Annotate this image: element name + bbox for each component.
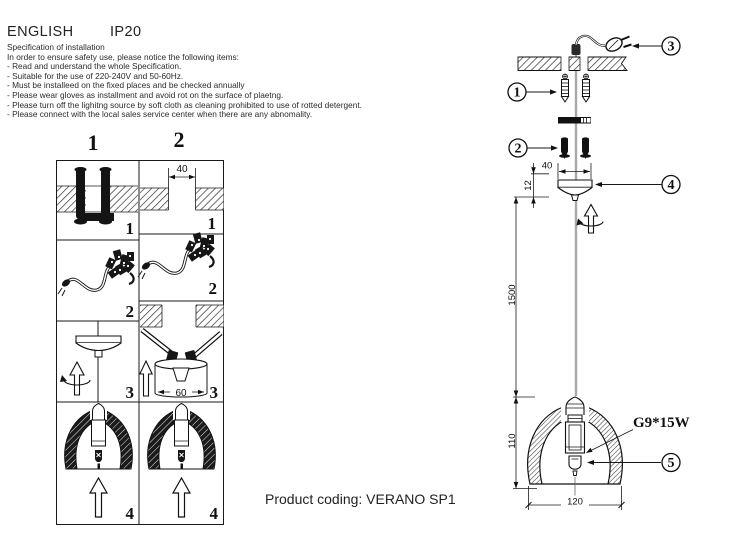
power-cord-and-plug	[571, 34, 632, 55]
spec-item-5: - Please turn off the lighitng source by…	[7, 99, 362, 110]
steps-grid: 1 2	[56, 127, 224, 525]
step-c1-shade-diagram	[64, 402, 133, 518]
step-c2r2-number: 2	[209, 279, 218, 298]
spec-item-4: - Please wear gloves as installment and …	[7, 89, 284, 100]
spec-title: Specification of installation	[7, 42, 105, 52]
dim-mount-spacing: 40	[542, 161, 592, 179]
step-c1-wiring-diagram	[56, 247, 137, 298]
svg-text:1: 1	[514, 86, 521, 101]
spec-item-2: - Suitable for the use of 220-240V and 5…	[7, 70, 184, 81]
callout-1: 1	[507, 82, 557, 102]
ip-rating-label: IP20	[110, 24, 142, 40]
svg-text:1500: 1500	[507, 284, 518, 305]
svg-text:110: 110	[507, 433, 518, 448]
dim-canopy-height: 12	[514, 163, 549, 208]
callout-2: 2	[508, 138, 558, 158]
svg-text:12: 12	[523, 180, 534, 191]
product-coding: Product coding: VERANO SP1	[265, 491, 456, 507]
step-c2r1-number: 1	[208, 214, 217, 233]
svg-text:40: 40	[542, 161, 553, 172]
step-c1-canopy-diagram	[60, 321, 122, 402]
step-c1r1-number: 1	[126, 219, 135, 238]
specification-text: Specification of installation In order t…	[7, 42, 362, 120]
svg-text:3: 3	[668, 40, 675, 55]
step-c2r4-number: 4	[210, 504, 219, 523]
callout-4: 4	[595, 174, 681, 195]
spec-item-6: - Please connect with the local sales se…	[7, 109, 313, 120]
spec-item-3: - Must be installeed on the fixed places…	[7, 80, 245, 91]
dim-hole-width: 40	[176, 164, 188, 175]
language-label: ENGLISH	[7, 24, 74, 40]
steps-column-1-header: 1	[88, 130, 99, 155]
step-c2-bracket-diagram: 60	[138, 304, 224, 399]
svg-text:120: 120	[567, 497, 583, 508]
step-c2r3-number: 3	[210, 383, 219, 402]
spec-intro: In order to ensure safety use, please no…	[7, 51, 239, 62]
dim-shade-height: 110	[507, 397, 537, 489]
g9-bulb	[568, 455, 582, 470]
bulb-spec-callout: G9*15W	[586, 415, 690, 453]
rotate-to-lock-arrow	[576, 203, 604, 234]
step-c1r4-number: 4	[126, 504, 135, 523]
step-c2-wiring-diagram	[136, 230, 217, 281]
pendant-assembly-drawing: 40 12	[507, 34, 690, 510]
step-c2-shade-diagram	[147, 402, 216, 518]
dim-bracket-width: 60	[175, 388, 187, 399]
step-c1r2-number: 2	[126, 302, 135, 321]
callout-3: 3	[632, 36, 681, 56]
ceiling-section	[517, 56, 628, 72]
bulb-spec-label: G9*15W	[633, 415, 690, 431]
step-c1-anchors-diagram	[57, 167, 138, 225]
callout-5: 5	[587, 452, 681, 473]
dim-shade-diameter: 120	[525, 486, 625, 510]
step-c1r3-number: 3	[126, 383, 135, 402]
step-c2-hole-diagram: 40	[140, 164, 224, 211]
mounting-bar	[558, 117, 591, 124]
svg-text:5: 5	[668, 456, 675, 471]
dim-cable-length: 1500	[507, 197, 535, 398]
canopy	[557, 179, 593, 201]
glass-shade	[527, 396, 623, 497]
spec-item-1: - Read and understand the whole Specific…	[7, 61, 182, 72]
svg-text:2: 2	[515, 142, 522, 157]
steps-column-2-header: 2	[174, 127, 185, 152]
svg-text:4: 4	[668, 178, 675, 193]
